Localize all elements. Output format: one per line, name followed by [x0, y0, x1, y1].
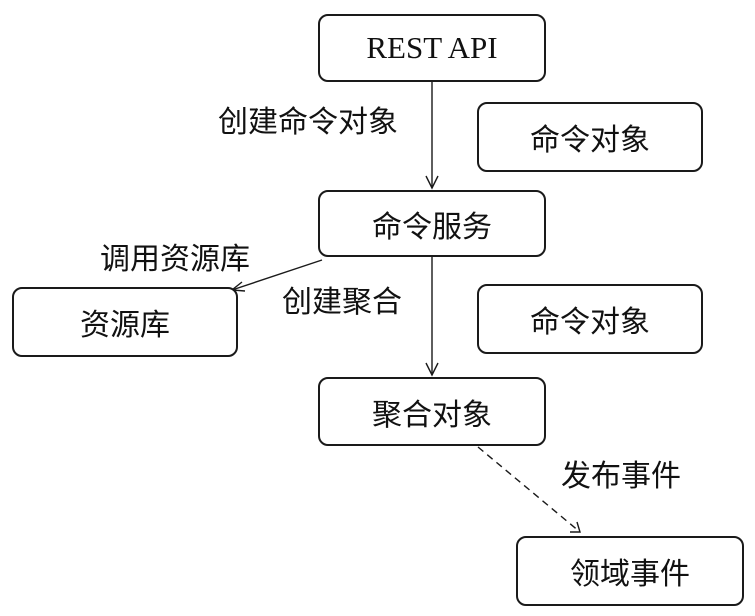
- edge-label-call-repository: 调用资源库: [100, 242, 250, 277]
- repository-label: 资源库: [80, 308, 170, 343]
- domain-event-label: 领域事件: [570, 557, 690, 592]
- arrow-aggregate-to-event: [477, 446, 581, 533]
- command-service-node: 命令服务: [318, 190, 546, 257]
- edge-label-publish-event: 发布事件: [561, 459, 681, 494]
- command-object-label-1: 命令对象: [530, 123, 650, 158]
- rest-api-node: REST API: [318, 14, 546, 82]
- command-object-node-1: 命令对象: [477, 102, 703, 172]
- aggregate-object-label: 聚合对象: [372, 397, 492, 433]
- arrowhead-service-to-aggregate: [425, 362, 439, 377]
- arrow-service-to-repo: [231, 259, 323, 291]
- arrowhead-aggregate-to-event: [570, 521, 581, 533]
- command-object-label-2: 命令对象: [530, 305, 650, 340]
- command-object-node-2: 命令对象: [477, 284, 703, 354]
- command-service-label: 命令服务: [372, 209, 492, 245]
- aggregate-object-node: 聚合对象: [318, 377, 546, 446]
- edge-label-create-aggregate: 创建聚合: [282, 285, 402, 320]
- rest-api-label: REST API: [366, 30, 498, 65]
- repository-node: 资源库: [12, 287, 238, 357]
- arrowhead-rest-to-service: [425, 175, 439, 190]
- domain-event-node: 领域事件: [516, 536, 744, 606]
- edge-label-create-command: 创建命令对象: [218, 105, 398, 140]
